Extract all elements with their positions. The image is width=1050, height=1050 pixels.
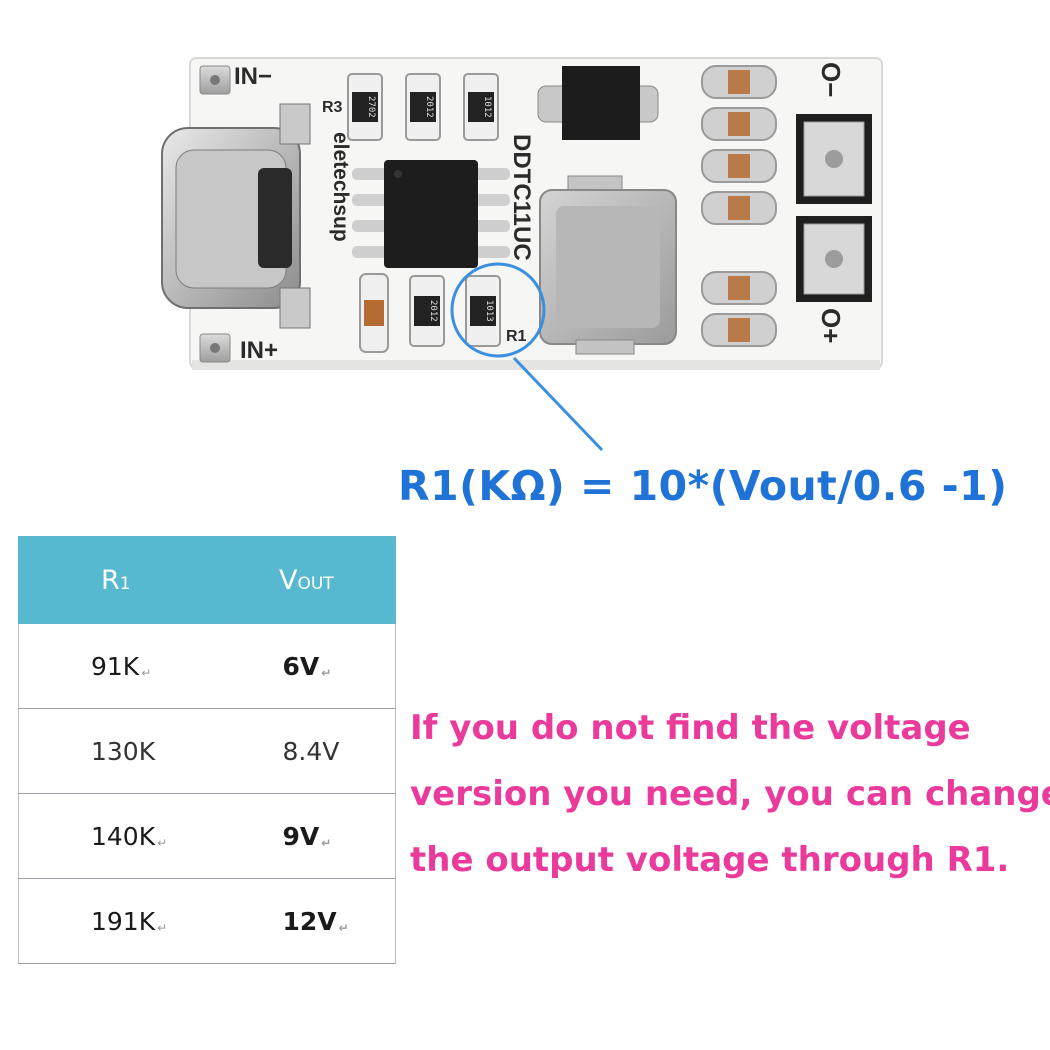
- note-line: the output voltage through R1.: [410, 840, 1010, 880]
- controller-ic: [352, 160, 510, 268]
- note-line: version you need, you can change: [410, 774, 1050, 814]
- vout-column-header: VOUT: [226, 536, 396, 624]
- resistor-mid-top: 2012: [405, 73, 441, 141]
- r1-column-header: R1: [18, 536, 227, 624]
- capacitor-bottom-left: [359, 273, 389, 353]
- table-row: 91K↵ 6V↵: [18, 623, 396, 709]
- table-header-row: R1 VOUT: [18, 536, 396, 624]
- r1-cell: 91K↵: [18, 623, 227, 709]
- r1-label: R1: [506, 328, 527, 345]
- voltage-table: R1 VOUT 91K↵ 6V↵ 130K 8.4V 140K↵ 9V↵ 191…: [18, 536, 396, 964]
- out-plus-label: O+: [816, 308, 846, 343]
- resistor-r1: 1013: [465, 275, 501, 347]
- vout-cell: 6V↵: [226, 623, 396, 709]
- vout-cell: 8.4V: [226, 708, 396, 794]
- pcb-board-photo: IN− IN+ R3 R1 eletechsup DDTC11UC O− O+ …: [161, 57, 883, 452]
- diode: [537, 66, 659, 140]
- vout-cell: 12V↵: [226, 878, 396, 964]
- in-minus-label: IN−: [234, 63, 272, 90]
- note-line: If you do not find the voltage: [410, 708, 971, 748]
- r1-formula: R1(KΩ) = 10*(Vout/0.6 -1): [398, 462, 1008, 510]
- r3-label: R3: [322, 99, 343, 116]
- resistor-right-top: 1012: [463, 73, 499, 141]
- r1-cell: 191K↵: [18, 878, 227, 964]
- table-row: 130K 8.4V: [18, 708, 396, 794]
- vout-cell: 9V↵: [226, 793, 396, 879]
- output-capacitors: [701, 65, 777, 347]
- in-plus-label: IN+: [240, 337, 278, 364]
- r3-code: 2702: [366, 96, 376, 118]
- brand-silkscreen: eletechsup: [329, 132, 352, 242]
- r1-cell: 140K↵: [18, 793, 227, 879]
- r1-cell: 130K: [18, 708, 227, 794]
- r1-pointer-line: [512, 356, 604, 452]
- usb-c-connector: [161, 103, 311, 329]
- svg-text:2012: 2012: [428, 300, 438, 322]
- r1-code: 1013: [484, 300, 494, 322]
- output-pads: [796, 114, 872, 302]
- model-silkscreen: DDTC11UC: [508, 134, 535, 261]
- table-row: 140K↵ 9V↵: [18, 793, 396, 879]
- table-row: 191K↵ 12V↵: [18, 878, 396, 964]
- svg-text:2012: 2012: [424, 96, 434, 118]
- custom-voltage-note: If you do not find the voltage version y…: [410, 695, 1050, 893]
- r1-highlight-circle: [450, 262, 546, 358]
- svg-text:1012: 1012: [482, 96, 492, 118]
- out-minus-label: O−: [816, 62, 846, 97]
- resistor-bottom-left: 2012: [409, 275, 445, 347]
- inductor: [539, 175, 677, 355]
- resistor-r3: 2702: [347, 73, 383, 141]
